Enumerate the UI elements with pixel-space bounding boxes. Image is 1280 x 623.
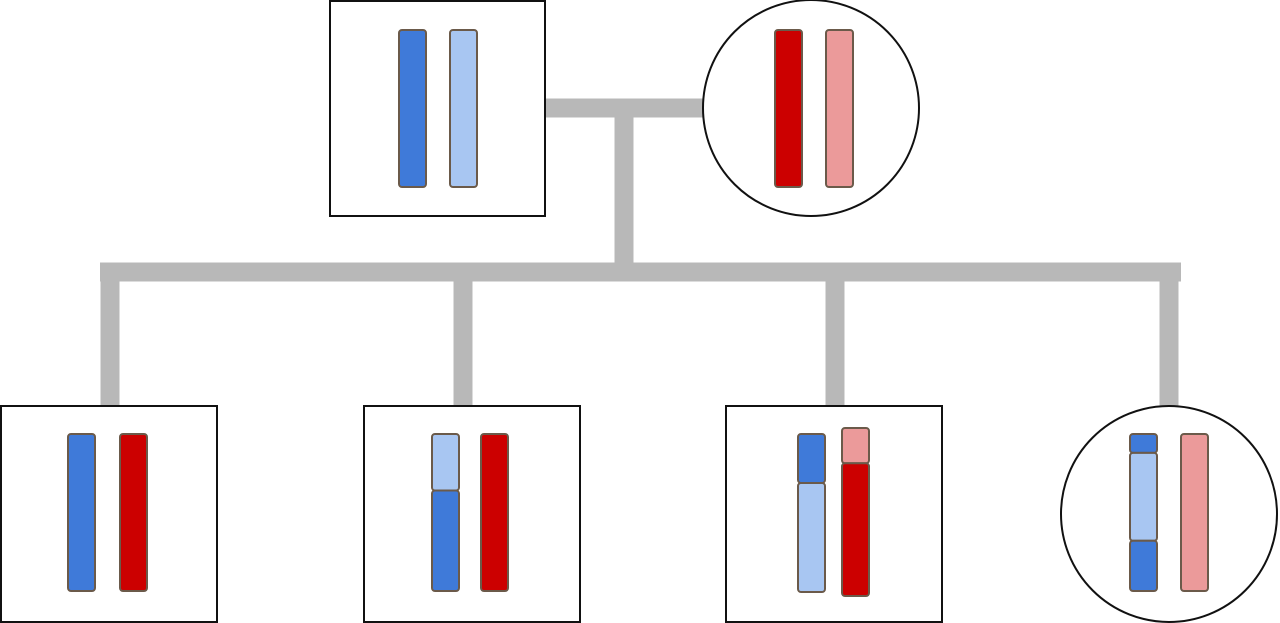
chromosome [449,29,478,188]
chromosome-segment-red-light [1180,433,1209,592]
chromosome [1129,433,1158,593]
chromosome-segment-blue-light [1129,451,1158,542]
chromosome-segment-blue-light [797,481,826,594]
chromosome-segment-red-dark [841,462,870,597]
chromosome-segment-red-dark [119,433,148,592]
chromosome-segment-blue-dark [797,433,826,484]
chromosome [398,29,427,188]
chromosome [431,433,460,592]
chromosome-segment-red-light [825,29,854,188]
connector-lines [100,98,1181,407]
chromosome [825,29,854,188]
chromosome-segment-red-dark [774,29,803,188]
individual-child-4 [1060,405,1278,623]
chromosome-segment-blue-dark [1129,433,1158,454]
individual-father [329,0,546,217]
individual-child-3 [725,405,943,623]
female-circle-symbol [702,0,920,217]
chromosome-segment-blue-light [431,433,460,492]
male-square-symbol [0,405,218,623]
chromosome-segment-blue-dark [1129,539,1158,593]
male-square-symbol [329,0,546,217]
male-square-symbol [725,405,943,623]
chromosome [67,433,96,592]
chromosome-segment-blue-light [449,29,478,188]
chromosome [774,29,803,188]
chromosome-segment-red-dark [480,433,509,592]
chromosome [797,433,826,594]
individual-child-1 [0,405,218,623]
female-circle-symbol [1060,405,1278,623]
chromosome [1180,433,1209,592]
male-square-symbol [363,405,581,623]
individual-child-2 [363,405,581,623]
chromosome [119,433,148,592]
chromosome-segment-blue-dark [398,29,427,188]
chromosome-segment-red-light [841,427,870,465]
chromosome [480,433,509,592]
chromosome-segment-blue-dark [431,489,460,592]
chromosome-segment-blue-dark [67,433,96,592]
chromosome [841,427,870,597]
individual-mother [702,0,920,217]
